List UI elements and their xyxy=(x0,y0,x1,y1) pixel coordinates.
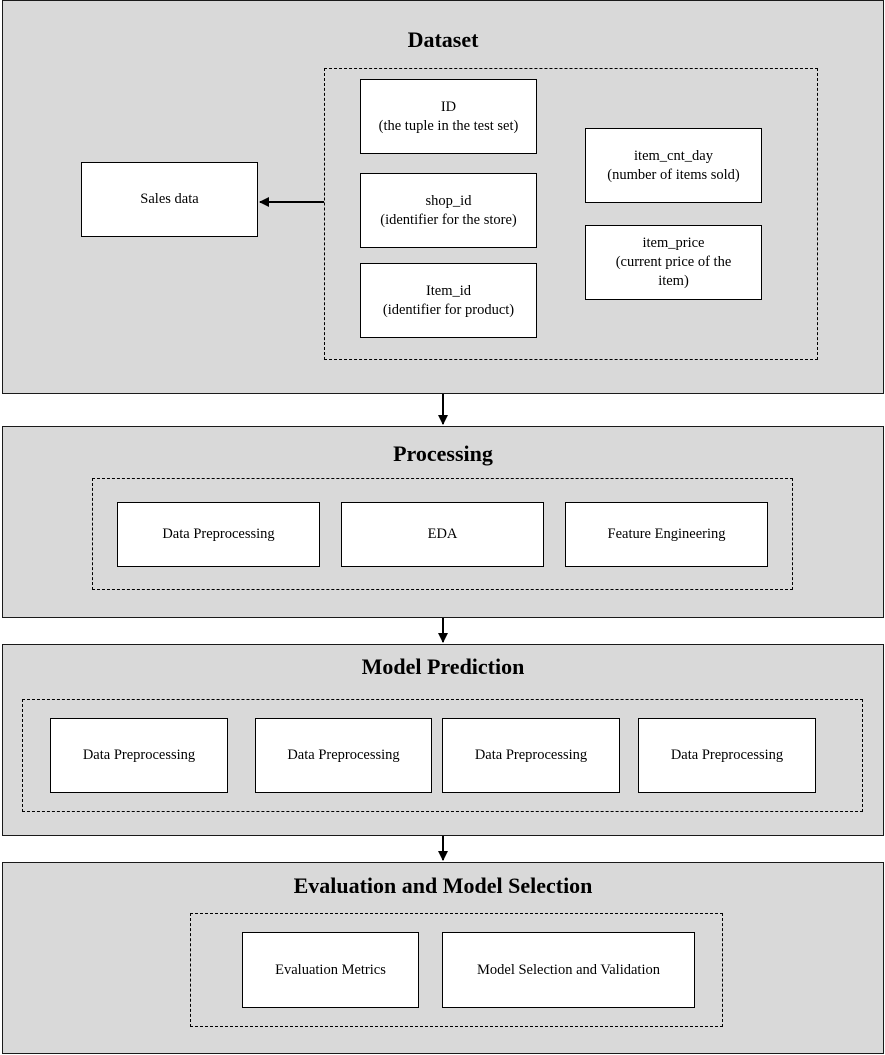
field-item-price-box: item_price (current price of the item) xyxy=(585,225,762,300)
evaluation-title: Evaluation and Model Selection xyxy=(293,873,593,898)
model-prediction-group xyxy=(22,699,863,812)
processing-step-feature-engineering: Feature Engineering xyxy=(565,502,768,567)
dataset-title: Dataset xyxy=(407,27,479,52)
evaluation-metrics-box: Evaluation Metrics xyxy=(242,932,419,1008)
field-id-box: ID (the tuple in the test set) xyxy=(360,79,537,154)
field-item-cnt-day-name: item_cnt_day xyxy=(634,147,713,164)
evaluation-group xyxy=(190,913,723,1027)
field-item-id-desc: (identifier for product) xyxy=(382,301,515,318)
processing-step-label: Feature Engineering xyxy=(607,526,726,542)
model-step-label: Data Preprocessing xyxy=(670,747,784,763)
field-item-price-desc-line2: item) xyxy=(658,273,689,289)
model-step-label: Data Preprocessing xyxy=(82,747,196,763)
model-step-label: Data Preprocessing xyxy=(474,747,588,763)
model-step-2: Data Preprocessing xyxy=(255,718,432,793)
processing-step-label: EDA xyxy=(427,526,458,542)
processing-step-data-preprocessing: Data Preprocessing xyxy=(117,502,320,567)
model-step-label: Data Preprocessing xyxy=(287,747,400,763)
processing-title: Processing xyxy=(393,441,493,466)
evaluation-step-label: Evaluation Metrics xyxy=(275,961,386,978)
model-step-4: Data Preprocessing xyxy=(638,718,816,793)
field-item-price-desc-line1: (current price of the xyxy=(615,254,732,270)
evaluation-step-label: Model Selection and Validation xyxy=(477,961,660,978)
processing-step-label: Data Preprocessing xyxy=(162,526,275,542)
field-item-id-name: Item_id xyxy=(425,282,472,299)
model-selection-box: Model Selection and Validation xyxy=(442,932,695,1008)
field-item-cnt-day-box: item_cnt_day (number of items sold) xyxy=(585,128,762,203)
field-item-id-box: Item_id (identifier for product) xyxy=(360,263,537,338)
field-shop-id-box: shop_id (identifier for the store) xyxy=(360,173,537,248)
processing-step-eda: EDA xyxy=(341,502,544,567)
model-step-3: Data Preprocessing xyxy=(442,718,620,793)
sales-data-label: Sales data xyxy=(140,191,199,207)
field-item-price-name: item_price xyxy=(642,235,705,251)
field-shop-id-desc: (identifier for the store) xyxy=(380,211,517,228)
field-id-name: ID xyxy=(440,98,457,115)
processing-group xyxy=(92,478,793,590)
field-item-cnt-day-desc: (number of items sold) xyxy=(607,166,740,183)
field-shop-id-name: shop_id xyxy=(425,192,472,209)
model-step-1: Data Preprocessing xyxy=(50,718,228,793)
dataset-fields-group xyxy=(324,68,818,360)
sales-data-box: Sales data xyxy=(81,162,258,237)
field-id-desc: (the tuple in the test set) xyxy=(378,117,519,134)
model-prediction-title: Model Prediction xyxy=(361,654,525,679)
